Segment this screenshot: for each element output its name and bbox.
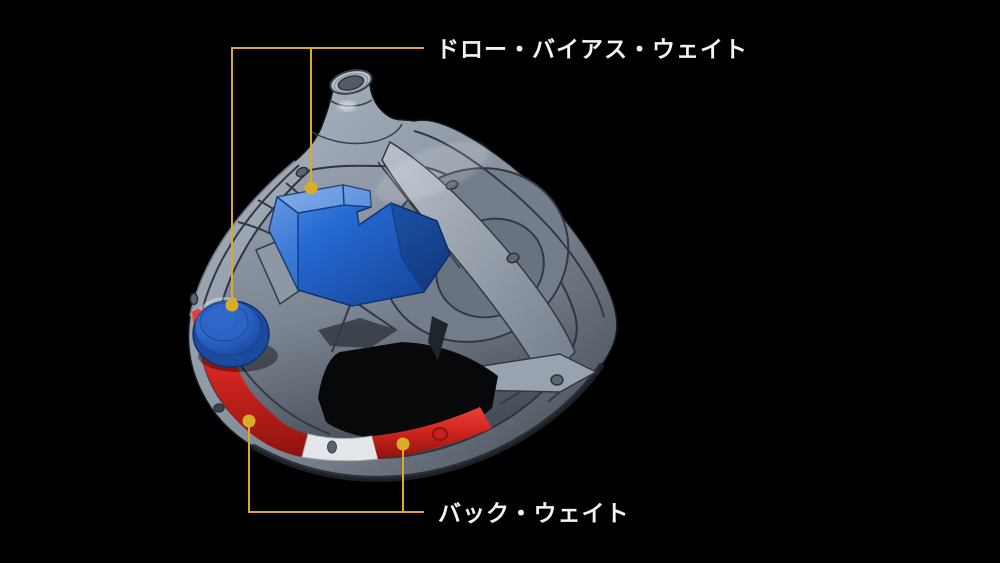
callout-lines <box>231 47 424 513</box>
interior-fin <box>428 316 448 360</box>
upper-shadow-pocket <box>318 318 398 348</box>
sole-rim-shadow <box>251 363 604 482</box>
callout-line-draw-bias <box>231 47 424 303</box>
shell-sheen <box>375 141 489 203</box>
sole-opening-dark <box>318 342 498 441</box>
callout-dot-left-strip <box>242 414 256 428</box>
draw-bias-block-weight <box>268 184 451 307</box>
strip-bump <box>432 427 448 441</box>
hosel <box>311 69 403 145</box>
band-white <box>301 433 379 462</box>
callout-dots <box>225 181 410 451</box>
callout-dot-block-weight <box>304 181 318 195</box>
callout-dot-cylinder-weight <box>225 298 239 312</box>
golf-head <box>187 69 618 482</box>
callout-dot-right-strip <box>396 437 410 451</box>
callout-line-back-weight <box>248 421 424 513</box>
draw-bias-cylinder-weight <box>192 296 278 372</box>
label-draw-bias-weight: ドロー・バイアス・ウェイト <box>436 36 748 62</box>
band-hole <box>327 440 337 454</box>
label-back-weight: バック・ウェイト <box>438 500 630 526</box>
